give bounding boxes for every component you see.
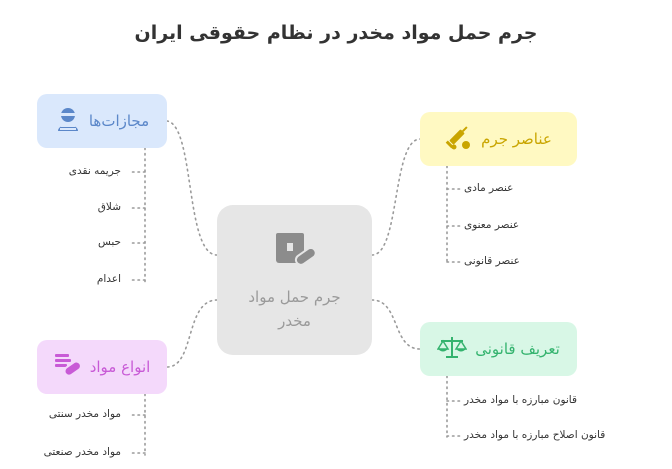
pill-box-icon	[273, 229, 317, 273]
branch-types-label: انواع مواد	[89, 358, 151, 376]
syringe-pills-icon	[445, 123, 473, 155]
capsules-icon	[54, 352, 82, 382]
penalty-item: جریمه نقدی	[68, 165, 121, 177]
drug-type-item: مواد مخدر سنتی	[48, 408, 121, 420]
diagram-title: جرم حمل مواد مخدر در نظام حقوقی ایران	[134, 22, 538, 44]
prisoner-icon	[55, 106, 81, 136]
branch-legal-label: تعریف قانونی	[475, 340, 560, 358]
element-item: عنصر قانونی	[464, 255, 520, 267]
penalty-item: شلاق	[97, 201, 121, 213]
penalty-item: حبس	[97, 236, 121, 248]
element-item: عنصر مادی	[464, 182, 514, 194]
element-item: عنصر معنوی	[464, 219, 520, 231]
branch-penalties: مجازات‌ها	[37, 94, 167, 148]
branch-drug-types: انواع مواد	[37, 340, 167, 394]
scales-icon	[436, 335, 468, 363]
legal-item: قانون اصلاح مبارزه با مواد مخدر	[464, 429, 606, 441]
branch-elements: عناصر جرم	[420, 112, 577, 166]
branch-legal-definition: تعریف قانونی	[420, 322, 577, 376]
drug-type-item: مواد مخدر صنعتی	[43, 446, 121, 458]
penalty-item: اعدام	[96, 273, 121, 285]
center-label: جرم حمل مواد مخدر	[248, 288, 341, 330]
legal-item: قانون مبارزه با مواد مخدر	[464, 394, 578, 406]
branch-elements-label: عناصر جرم	[481, 130, 552, 148]
branch-penalties-label: مجازات‌ها	[88, 112, 150, 130]
center-node: جرم حمل مواد مخدر	[217, 205, 372, 355]
